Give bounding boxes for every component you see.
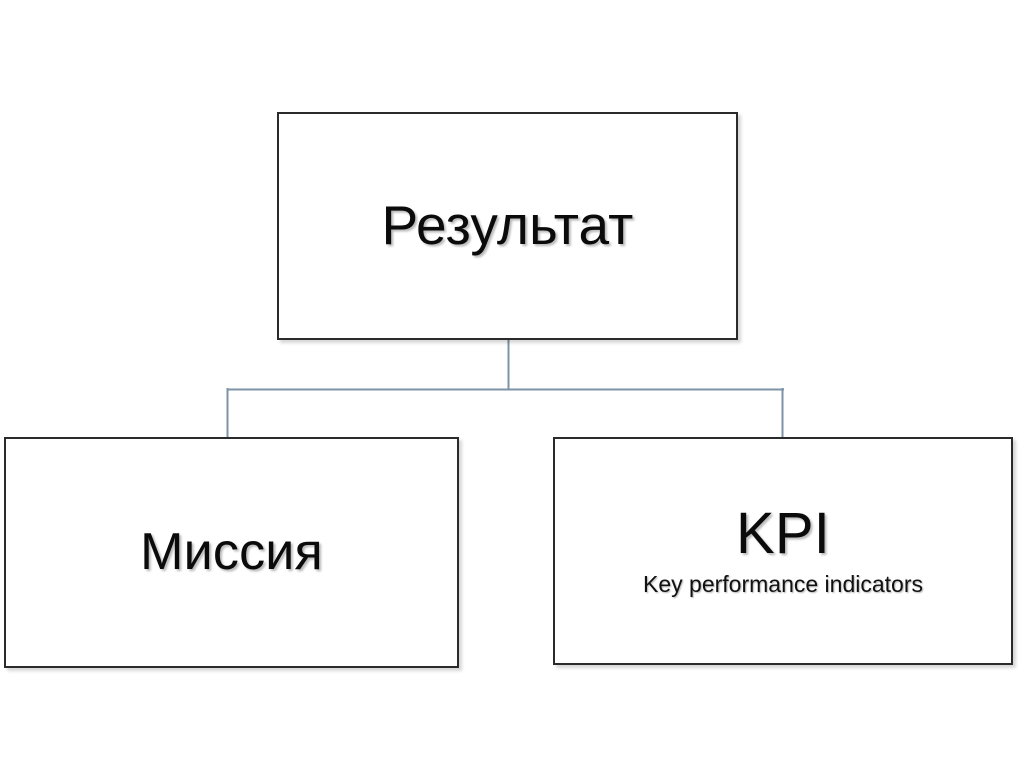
node-kpi[interactable]: KPI Key performance indicators [553, 437, 1013, 665]
node-result[interactable]: Результат [277, 112, 738, 340]
node-kpi-title: KPI [735, 501, 831, 567]
node-kpi-subtitle: Key performance indicators [643, 571, 923, 598]
node-mission-title: Миссия [140, 523, 323, 582]
node-mission[interactable]: Миссия [4, 437, 459, 668]
node-result-title: Результат [381, 194, 634, 257]
